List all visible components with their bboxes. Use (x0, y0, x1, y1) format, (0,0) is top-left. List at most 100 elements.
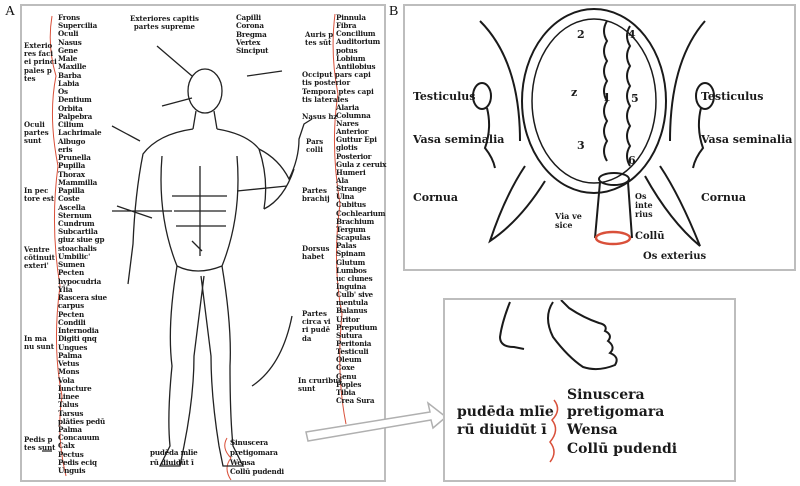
right-column-term: Lumbos (336, 265, 367, 275)
top-term: Bregma (236, 29, 267, 39)
left-label-cornua: Cornua (413, 191, 459, 204)
left-column-term: Barba (58, 70, 82, 80)
right-column-term: Preputium (336, 322, 378, 332)
left-column-term: Sumen (58, 260, 85, 270)
right-column-term: Oleum (336, 355, 362, 365)
feet-detail (498, 300, 618, 463)
right-column-term: mentula (336, 298, 368, 308)
left-column-term: Condili (58, 317, 86, 327)
cell-number: 6 (628, 154, 636, 167)
detail-right-line: Collū pudendi (567, 441, 678, 457)
left-column-term: Ungues (58, 342, 88, 352)
left-column-term: Digiti qnq (58, 334, 97, 344)
left-group-label: Pedis p tes sunt (24, 435, 56, 453)
panel-c-detail-zoom: pudēda mlīe rū diuidūt ī Sinuscera preti… (443, 298, 736, 482)
panel-label-a: A (5, 4, 16, 19)
right-column-term: Testiculi (336, 347, 369, 357)
right-column-term: Auditorium (336, 37, 381, 47)
right-column-term: Cubitus (336, 200, 366, 210)
right-column-term: Columna (336, 110, 371, 120)
cell-number: 2 (577, 28, 585, 41)
left-column-term: Vola (58, 375, 75, 385)
left-column-term: Papilla (58, 186, 85, 196)
cell-number: 1 (603, 91, 611, 104)
left-column-term: Thorax (58, 169, 85, 179)
top-term: Corona (236, 21, 264, 31)
right-group-label: Dorsus habet (302, 244, 330, 262)
right-column-term: Uritor (336, 314, 360, 324)
via-vesice-label: Via ve sice (555, 211, 582, 230)
left-column-term: Maxille (58, 62, 87, 72)
left-group-label: Ventre cōtinuit exteri' (24, 245, 55, 271)
left-column-term: Cundrum (58, 219, 95, 228)
left-column-term: Pedis eciq (58, 457, 97, 467)
left-column-term: Unguis (58, 466, 86, 476)
right-column-term: Inguina (336, 281, 367, 291)
cell-number: 3 (577, 139, 585, 152)
left-column-term: Frons (58, 13, 80, 22)
left-column-term: giuz siue gp (58, 235, 105, 245)
left-column-term: plātīes pedū (58, 416, 106, 426)
left-column-term: Subcartila (58, 227, 98, 237)
left-column-term: carpus (58, 301, 84, 311)
right-group-label: Occiput pars capi tis posterior (302, 70, 371, 88)
right-column-term: Humeri (336, 167, 366, 177)
collum-label: Collū (635, 231, 665, 242)
right-column-term: Coxe (336, 363, 355, 373)
right-column-term: Glutum (336, 257, 366, 267)
left-column-term: Vetus (58, 359, 80, 369)
left-column-term: Ylia (58, 284, 73, 294)
left-column-term: Dentium (58, 95, 92, 105)
left-group-label: Oculi partes sunt (24, 120, 49, 146)
left-column-term: Linee (58, 392, 80, 402)
left-column-term: Umbilic' (58, 251, 91, 261)
right-column-term: glotis (336, 143, 358, 153)
bottom-right-line: Wensa (230, 457, 255, 467)
right-column-term: Guttur Epi (336, 135, 377, 145)
left-column-term: Albugo (58, 136, 86, 146)
left-column-term: Iuncture (58, 383, 92, 393)
right-column-term: Lobium (336, 53, 366, 63)
right-column-term: Strange (336, 184, 367, 194)
left-column-term: Pupilla (58, 161, 86, 171)
right-column-term: Concilium (336, 29, 376, 39)
right-column-term: uc clunes (336, 273, 373, 283)
cell-number: 4 (628, 28, 636, 41)
right-column-term: Fibra (336, 21, 357, 31)
left-column-term: Palma (58, 425, 82, 434)
anatomical-man-figure (42, 13, 347, 481)
right-column-term: Peritonia (336, 339, 372, 348)
right-group-label: Partes brachij (302, 186, 330, 204)
right-column-term: Posterior (336, 151, 372, 161)
top-term: Sinciput (236, 46, 269, 56)
right-label-vasa-seminalia: Vasa seminalia (701, 133, 793, 146)
right-column-term: Palas (336, 241, 357, 251)
left-column-term: Pecten (58, 268, 85, 278)
top-term: Capilli (236, 13, 261, 22)
left-column-term: Labia (58, 78, 80, 88)
right-column-term: Genu (336, 371, 357, 381)
right-label-testiculus: Testiculus (701, 90, 764, 103)
cell-number: 5 (631, 92, 639, 105)
cell-number: z (571, 86, 578, 99)
right-column-term: Culb' sive (336, 290, 373, 300)
left-column-term: Mons (58, 367, 80, 377)
left-column-term: eris (58, 144, 73, 154)
os-exterius-label: Os exterius (643, 251, 707, 262)
right-column-term: Anterior (336, 127, 369, 137)
left-column-term: Tarsus (58, 408, 84, 418)
left-group-label: In ma nu sunt (24, 334, 54, 352)
left-column-term: Talus (58, 400, 79, 410)
right-column-term: Gula z ceruix (336, 159, 387, 169)
detail-right-line: pretigomara (567, 404, 665, 420)
panel-b-uterus-woodcut: Testiculus Vasa seminalia Cornua Testicu… (403, 4, 796, 271)
top-label: Exteriores capitis partes supreme (130, 14, 199, 32)
bottom-right-line: pretigomara (230, 447, 278, 457)
right-column-term: Scapulas (336, 233, 371, 243)
right-column-term: Tergum (336, 224, 366, 234)
left-column-term: Supercilia (58, 21, 98, 31)
right-column-term: Spinam (336, 249, 366, 259)
bottom-right-line: Sinuscera (230, 438, 269, 447)
left-column-term: Rascera siue (58, 293, 107, 303)
